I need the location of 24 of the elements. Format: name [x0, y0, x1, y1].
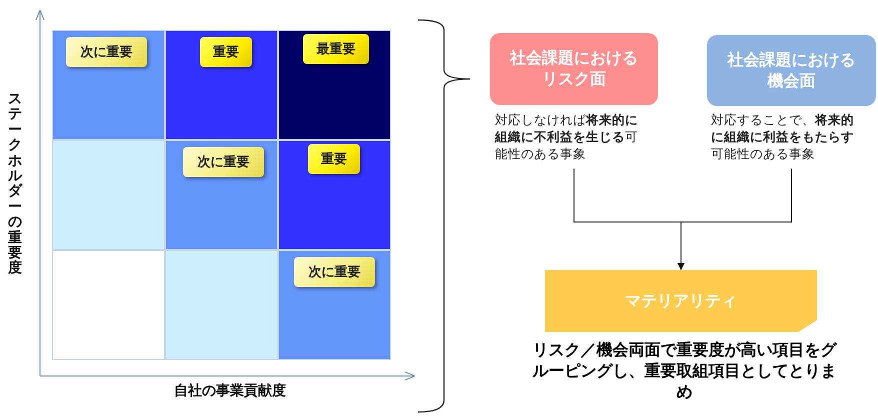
- description-text: 対応しなければ将来的に組織に不利益を生じる可能性のある事象: [495, 112, 639, 163]
- matrix-cell: [52, 30, 165, 140]
- axis-label: ステークホルダーの重要度: [8, 92, 22, 277]
- matrix-cell: [165, 250, 278, 360]
- priority-label: 最重要: [303, 34, 369, 64]
- priority-label: 次に重要: [66, 37, 147, 67]
- matrix-cell: [278, 250, 391, 360]
- risk-box: 社会課題におけるリスク面: [490, 33, 658, 105]
- axis-label: 自社の事業貢献度: [173, 382, 287, 400]
- opportunity-box: 社会課題における機会面: [707, 35, 876, 106]
- priority-label: 重要: [308, 144, 360, 174]
- matrix-cell: [278, 30, 391, 140]
- priority-label: 次に重要: [183, 147, 264, 177]
- connector-arrow: [678, 168, 792, 270]
- description-text: 対応することで、将来的に組織に利益をもたらす可能性のある事象: [711, 112, 855, 163]
- matrix-cell: [52, 250, 165, 360]
- matrix-cell: [52, 140, 165, 250]
- materiality-box: マテリアリティ: [545, 270, 817, 332]
- matrix-cell: [278, 140, 391, 250]
- matrix-cell: [165, 140, 278, 250]
- priority-label: 重要: [200, 37, 252, 67]
- matrix-cell: [165, 30, 278, 140]
- priority-label: 次に重要: [294, 257, 375, 287]
- description-text: リスク／機会両面で重要度が高い項目をグルーピングし、重要取組項目としてとりまめ: [532, 340, 837, 402]
